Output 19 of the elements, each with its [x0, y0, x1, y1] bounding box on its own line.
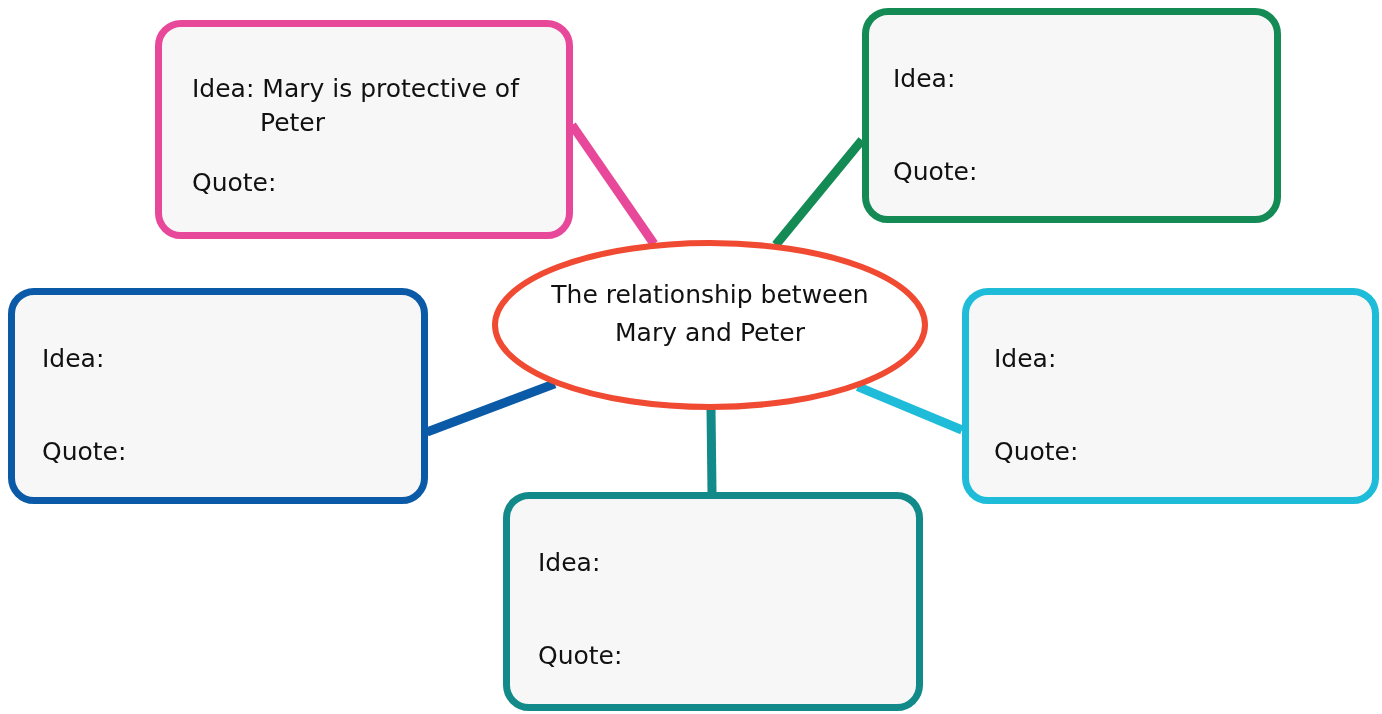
quote-text: Quote: [538, 640, 623, 672]
idea-text: Idea: [538, 547, 602, 579]
idea-box [503, 492, 923, 711]
quote-text: Quote: [893, 156, 978, 188]
idea-box [962, 288, 1379, 504]
connector-line [706, 408, 717, 493]
idea-text: Idea: [893, 63, 957, 95]
idea-text: Idea: [994, 343, 1058, 375]
quote-text: Quote: [994, 436, 1079, 468]
idea-box [155, 20, 573, 239]
idea-box [8, 288, 428, 504]
quote-text: Quote: [42, 436, 127, 468]
idea-box [862, 8, 1281, 223]
idea-text: Idea: [42, 343, 106, 375]
quote-text: Quote: [192, 167, 277, 199]
topic-text: The relationship between Mary and Peter [550, 279, 870, 349]
connector-line [855, 382, 964, 435]
idea-text: Idea: Mary is protective of Peter [192, 73, 521, 139]
topic-ellipse [492, 240, 928, 410]
